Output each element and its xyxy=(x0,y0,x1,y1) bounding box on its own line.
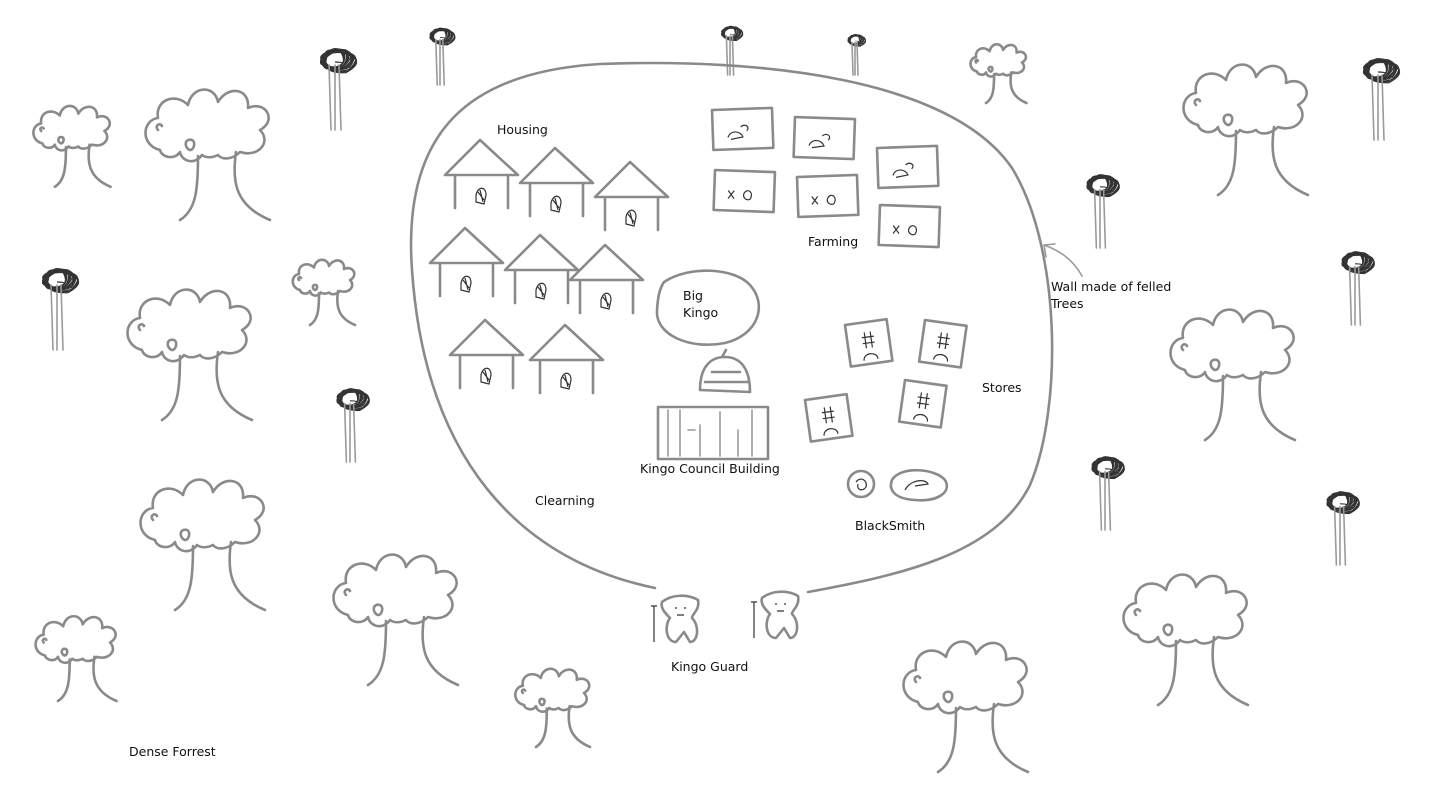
scribble-tree xyxy=(720,25,744,75)
farm-plot xyxy=(877,203,942,249)
label-guard: Kingo Guard xyxy=(671,659,749,674)
scribble-tree xyxy=(319,47,357,130)
scribble-tree xyxy=(336,388,370,462)
big-kingo-figure xyxy=(655,269,761,346)
outline-tree xyxy=(36,616,117,701)
forest-trees xyxy=(33,25,1400,772)
house xyxy=(528,323,605,395)
scribble-tree xyxy=(1326,491,1360,565)
label-stores: Stores xyxy=(982,380,1022,395)
house xyxy=(568,243,645,315)
label-blacksmith: BlackSmith xyxy=(855,518,926,533)
outline-tree xyxy=(128,290,253,420)
outline-tree xyxy=(146,90,271,220)
house xyxy=(443,138,520,210)
council-building xyxy=(656,348,770,461)
label-big-kingo-2: Kingo xyxy=(683,305,719,320)
farm-plot xyxy=(792,115,857,161)
outline-tree xyxy=(1124,575,1249,705)
scribble-tree xyxy=(847,33,866,75)
scribble-tree xyxy=(1091,456,1125,530)
stores-area xyxy=(803,317,968,443)
outline-tree xyxy=(33,106,110,187)
scribble-tree xyxy=(1362,57,1400,140)
farm-plot xyxy=(712,168,777,214)
outline-tree xyxy=(1171,310,1296,440)
house xyxy=(593,160,670,232)
label-big-kingo-1: Big xyxy=(683,288,703,303)
house xyxy=(518,146,595,218)
farm-plot xyxy=(795,173,860,219)
farm-plot xyxy=(875,144,940,190)
outline-tree xyxy=(141,480,266,610)
housing-area xyxy=(428,138,670,395)
wall-outline xyxy=(409,61,1054,594)
outline-tree xyxy=(904,642,1029,772)
house xyxy=(448,318,525,390)
label-farming: Farming xyxy=(808,234,859,249)
house xyxy=(428,226,505,298)
scribble-tree xyxy=(1086,174,1120,248)
label-wall-1: Wall made of felled xyxy=(1051,279,1172,294)
guard-figure xyxy=(751,590,800,640)
wall-pointer-arrow xyxy=(1043,243,1083,277)
guard-figure xyxy=(651,594,700,644)
scribble-tree xyxy=(41,267,79,350)
scribble-tree xyxy=(1341,251,1375,325)
store xyxy=(803,392,854,443)
outline-tree xyxy=(970,44,1026,103)
scribble-tree xyxy=(429,27,456,85)
kingo-guards xyxy=(651,590,800,644)
outline-tree xyxy=(1184,65,1309,195)
outline-tree xyxy=(334,555,459,685)
label-forest: Dense Forrest xyxy=(129,744,216,759)
store xyxy=(897,378,948,429)
label-wall-2: Trees xyxy=(1051,296,1084,311)
house xyxy=(503,233,580,305)
outline-tree xyxy=(515,669,590,747)
farm-plot xyxy=(710,106,775,152)
label-housing: Housing xyxy=(497,122,548,137)
store xyxy=(917,318,968,369)
store xyxy=(843,317,894,368)
label-council: Kingo Council Building xyxy=(640,461,780,476)
label-clearing: Clearning xyxy=(535,493,595,508)
farming-area xyxy=(710,106,942,249)
outline-tree xyxy=(293,260,355,325)
blacksmith-area xyxy=(846,468,948,502)
